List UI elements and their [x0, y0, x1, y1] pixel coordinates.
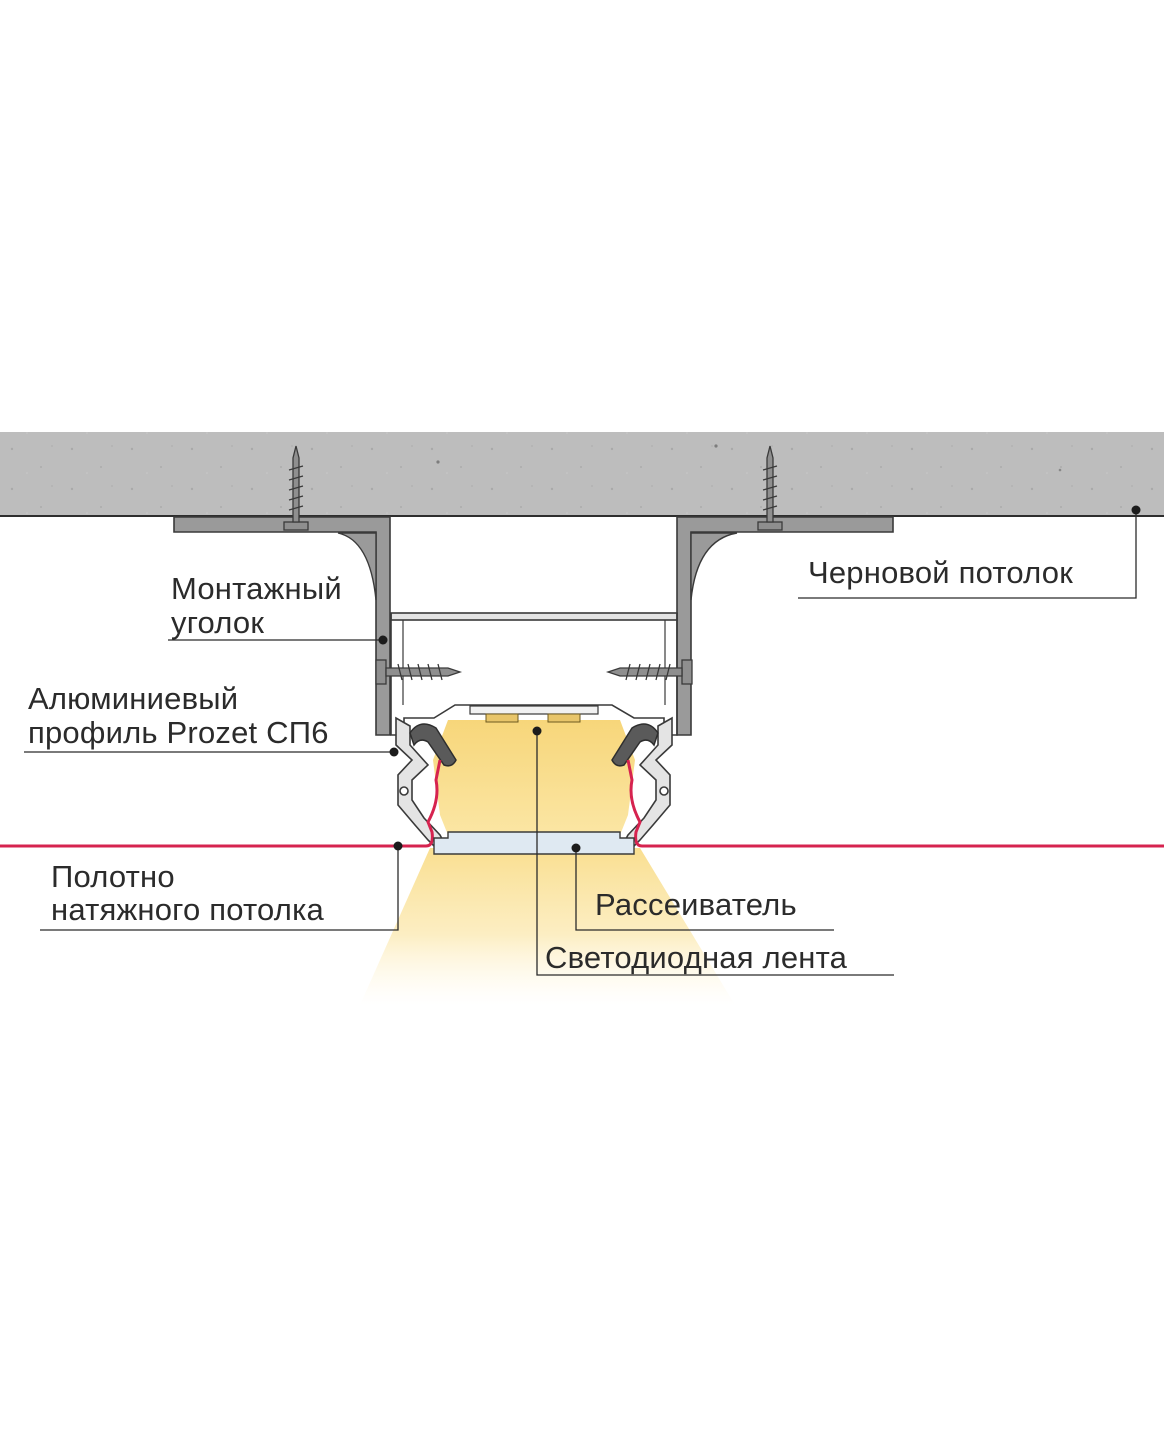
label-stretch-film-line2: натяжного потолка	[51, 892, 324, 927]
leader-dots	[378, 505, 1141, 853]
label-mounting-angle-line2: уголок	[171, 605, 265, 640]
diffuser	[433, 831, 635, 855]
side-screw-left	[375, 659, 463, 685]
label-profile-line2: профиль Prozet СП6	[28, 715, 329, 750]
fixture-inner-light	[433, 720, 635, 835]
clamp-right	[611, 723, 659, 767]
mounting-angle-left	[173, 516, 391, 736]
label-led-strip: Светодиодная лента	[545, 940, 848, 975]
side-screw-right	[605, 659, 693, 685]
label-diffuser: Рассеиватель	[595, 887, 797, 922]
light-beam	[360, 848, 735, 1005]
leader-lines	[24, 510, 1137, 976]
rough-ceiling-slab	[0, 432, 1164, 517]
stretch-ceiling-film	[0, 759, 1164, 848]
mounting-angle-right	[676, 516, 894, 736]
label-stretch-film-line1: Полотно	[51, 859, 175, 894]
led-strip	[469, 705, 599, 723]
clamp-left	[409, 723, 457, 767]
label-mounting-angle-line1: Монтажный	[171, 571, 342, 606]
aluminum-profile	[390, 612, 678, 851]
ceiling-screw-left	[283, 445, 309, 531]
ceiling-screw-right	[757, 445, 783, 531]
label-rough-ceiling: Черновой потолок	[808, 555, 1073, 590]
label-profile-line1: Алюминиевый	[28, 681, 239, 716]
